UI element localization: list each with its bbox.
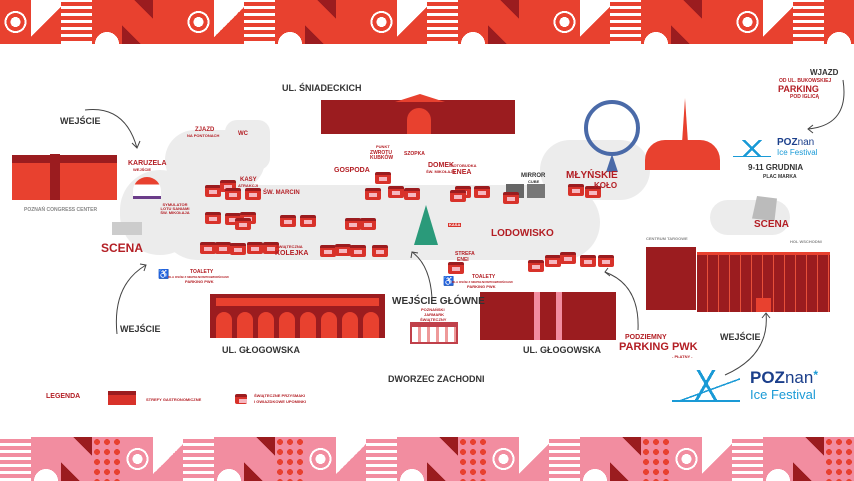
direction-arrows [0, 0, 854, 480]
